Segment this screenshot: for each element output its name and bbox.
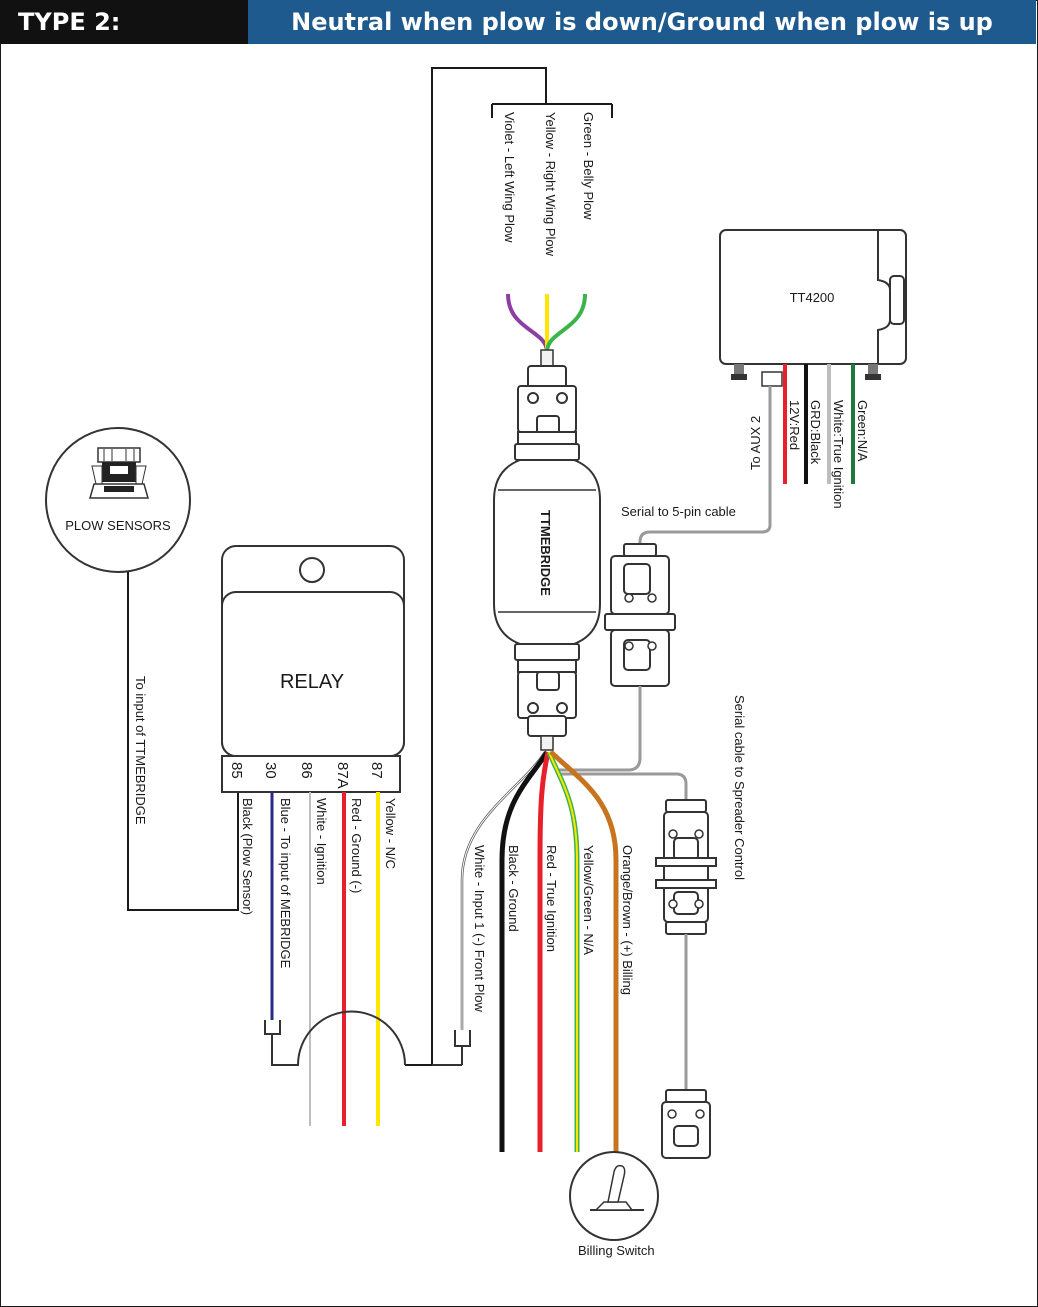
bridge-wire-yellowgreen-label: Yellow/Green - N/A — [581, 845, 596, 955]
relay-terminal-85: 85 — [228, 762, 245, 779]
bridge-wire-white-label: White - Input 1 (-) Front Plow — [472, 845, 487, 1012]
tt4200-device: TT4200 To AUX 2 12V:Red GRD:Black White:… — [719, 229, 907, 509]
tt4200-wire-white: White:True Ignition — [831, 400, 846, 509]
relay-wire-red-label: Red - Ground (-) — [349, 798, 364, 893]
tt4200-wire-aux2: To AUX 2 — [748, 416, 763, 470]
relay-wire-black-label: Black (Plow Sensor) — [240, 798, 255, 915]
relay-wire-white-label: White - Ignition — [314, 798, 329, 885]
plow-sensor-wire-label: To input of TTMEBRIDGE — [133, 676, 148, 825]
billing-switch-label: Billing Switch — [578, 1243, 655, 1258]
plow-wire-label-green: Green - Belly Plow — [581, 112, 596, 220]
serial-connector-db9 — [604, 543, 676, 687]
tt4200-wire-green: Green:N/A — [855, 400, 870, 462]
serial-5pin-label: Serial to 5-pin cable — [621, 504, 736, 519]
serial-spreader-label: Serial cable to Spreader Control — [732, 695, 747, 880]
spreader-connector — [655, 799, 717, 1159]
bridge-serial-cable — [558, 686, 642, 772]
green-plow-wire — [545, 293, 587, 353]
relay-terminal-87: 87 — [368, 762, 385, 779]
bridge-orange-wire — [549, 750, 619, 1152]
ttmebridge-label: TTMEBRIDGE — [538, 510, 553, 596]
serial-5pin-cable — [638, 386, 772, 546]
relay-terminal-30: 30 — [262, 762, 279, 779]
plow-wire-group: Violet - Left Wing Plow Yellow - Right W… — [491, 103, 613, 367]
relay-wire-yellow-label: Yellow - N/C — [383, 798, 398, 869]
plow-truck-icon — [89, 447, 149, 499]
header-type-box: TYPE 2: — [0, 0, 248, 44]
tt4200-wire-black: GRD:Black — [808, 400, 823, 465]
tt4200-wire-red: 12V:Red — [787, 400, 802, 450]
plow-sensor-wire — [127, 572, 239, 911]
bridge-wire-orange-label: Orange/Brown - (+) Billing — [620, 845, 635, 995]
header-title: Neutral when plow is down/Ground when pl… — [291, 8, 993, 36]
header-type-label: TYPE 2: — [18, 8, 121, 36]
plow-sensors-label: PLOW SENSORS — [65, 518, 171, 533]
tt4200-label: TT4200 — [790, 290, 835, 305]
violet-plow-wire — [506, 293, 549, 353]
bridge-output-wires: White - Input 1 (-) Front Plow Black - G… — [432, 750, 635, 1152]
spreader-serial-cable — [558, 772, 688, 800]
billing-switch: Billing Switch — [569, 1151, 659, 1258]
relay-wire-blue-label: Blue - To input of MEBRIDGE — [278, 798, 293, 969]
bridge-red-wire — [537, 751, 551, 1152]
plow-sensors: PLOW SENSORS To input of TTMEBRIDGE — [45, 427, 239, 911]
bridge-wire-red-label: Red - True Ignition — [544, 845, 559, 952]
plow-wire-label-violet: Violet - Left Wing Plow — [502, 112, 517, 243]
ttmebridge-device: TTMEBRIDGE — [493, 365, 601, 751]
relay-terminal-86: 86 — [298, 762, 315, 779]
relay-terminal-87a: 87A — [334, 762, 351, 789]
header-title-box: Neutral when plow is down/Ground when pl… — [248, 0, 1036, 44]
front-plow-loop-wire — [405, 67, 547, 1066]
relay-label: RELAY — [280, 671, 344, 693]
bridge-black-wire — [499, 750, 550, 1152]
bridge-wire-black-label: Black - Ground — [506, 845, 521, 932]
plow-wire-label-yellow: Yellow - Right Wing Plow — [543, 112, 558, 257]
relay-device: RELAY 85 30 86 87A 87 Black (Plow Sensor… — [221, 545, 406, 1126]
